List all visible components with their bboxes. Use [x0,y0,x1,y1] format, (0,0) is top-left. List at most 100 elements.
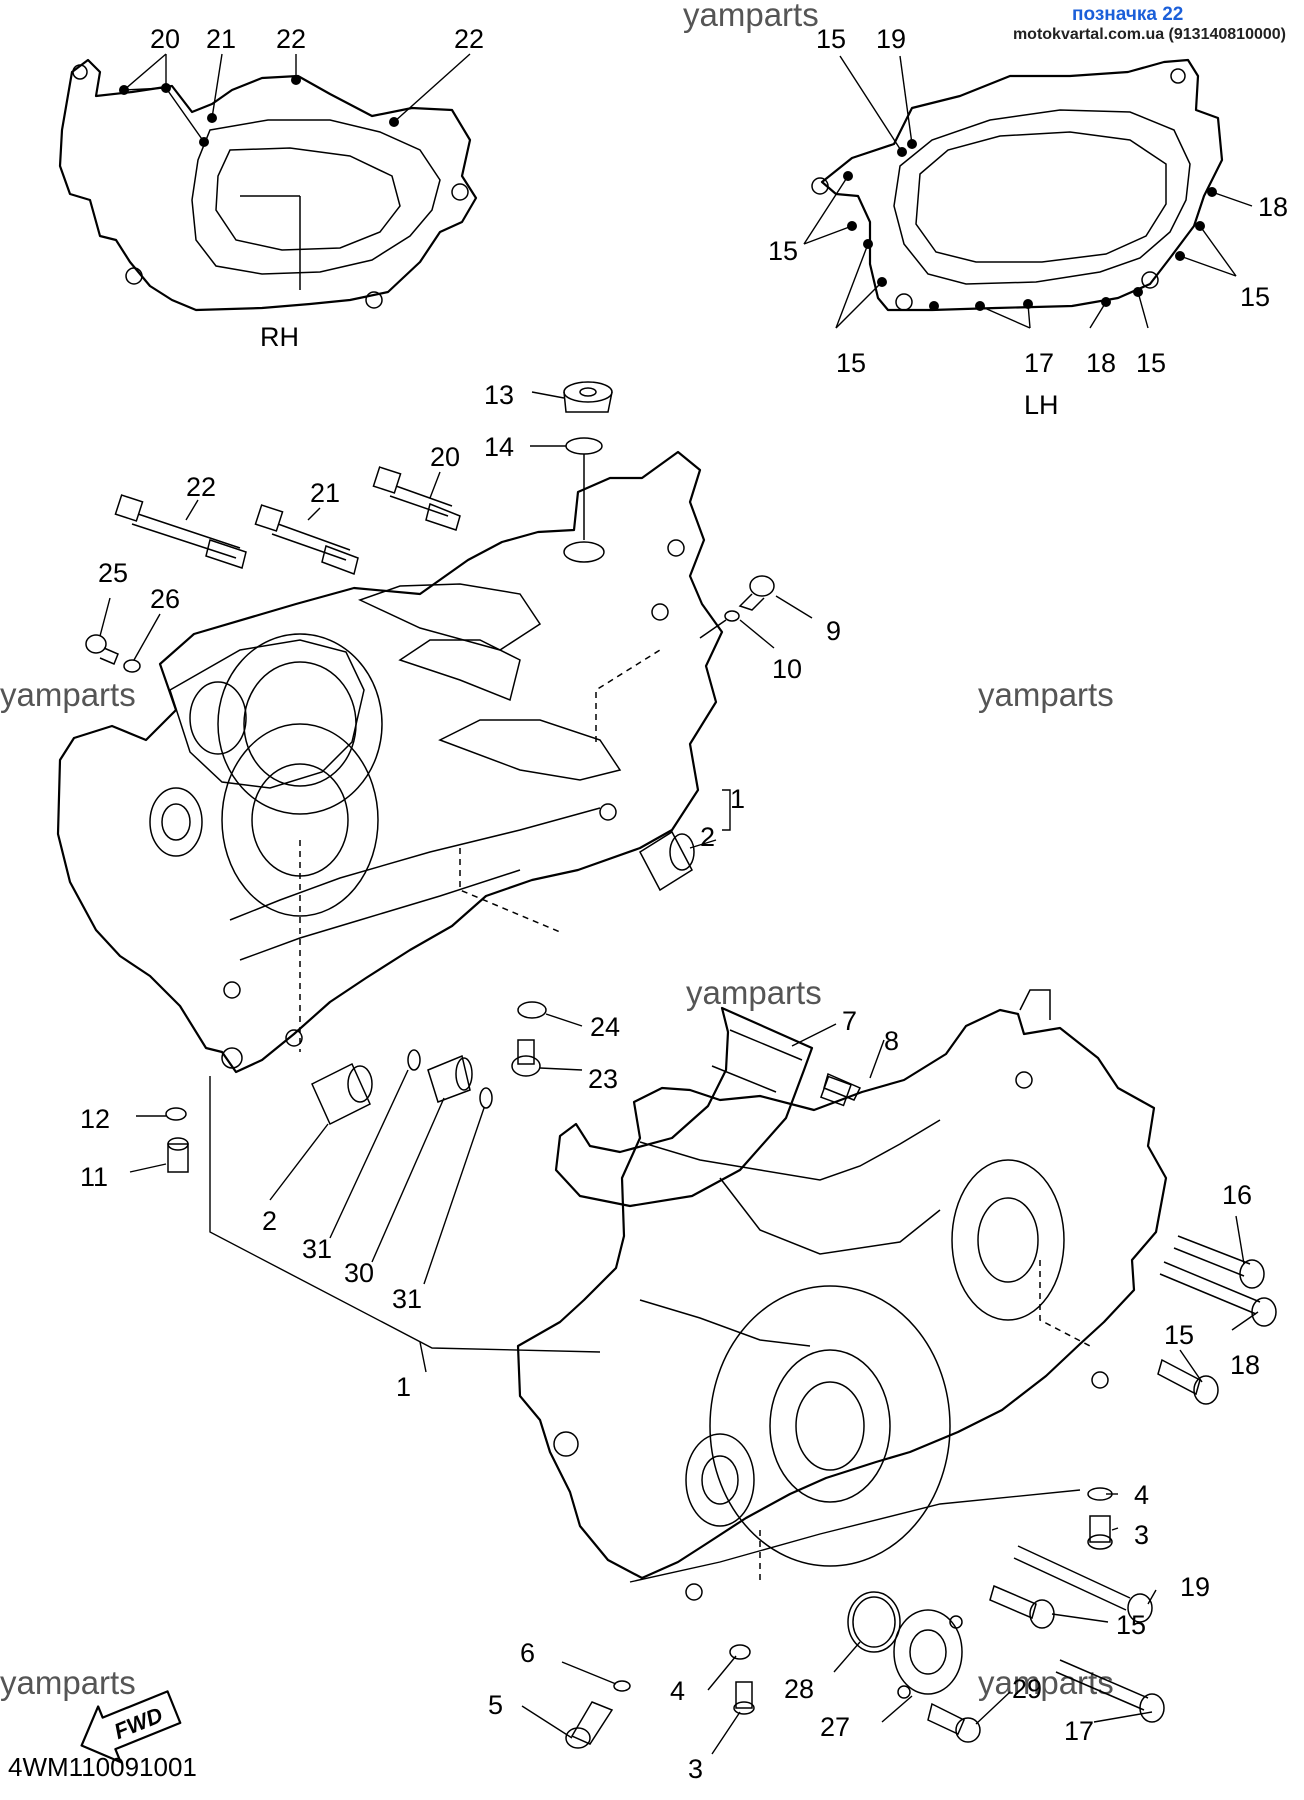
leader-lines [99,391,1259,1755]
header-source: motokvartal.com.ua (913140810000) [1012,26,1286,43]
callout-16: 16 [1222,1180,1252,1210]
callout-15b: 15 [1116,1610,1146,1640]
bolt-25 [85,634,119,665]
callout-31b: 31 [392,1284,422,1314]
callout-20: 20 [430,442,460,472]
callout-3a: 3 [1134,1520,1149,1550]
callout-lh-15c: 15 [1240,282,1270,312]
watermark-top: yamparts [683,0,819,33]
callout-10: 10 [772,654,802,684]
callout-rh-21: 21 [206,24,236,54]
callout-9: 9 [826,616,841,646]
callout-rh-20: 20 [150,24,180,54]
callout-6: 6 [520,1638,535,1668]
header-tag: позначка 22 [1072,4,1184,25]
watermark-left: yamparts [0,676,136,713]
callout-28: 28 [784,1674,814,1704]
callout-29: 29 [1012,1674,1042,1704]
oring-14 [563,437,605,563]
bolt-20 [372,466,461,531]
callout-25: 25 [98,558,128,588]
callout-lh-15e: 15 [1136,348,1166,378]
watermark-center: yamparts [686,974,822,1011]
callout-14: 14 [484,432,514,462]
rh-label: RH [260,322,299,352]
callout-19: 19 [1180,1572,1210,1602]
callout-lh-15d: 15 [836,348,866,378]
bolt-3a [1087,1515,1113,1550]
callout-8: 8 [884,1026,899,1056]
callout-labels: 13 14 20 22 21 25 26 9 10 1 2 24 23 7 8 … [80,380,1260,1784]
callout-26: 26 [150,584,180,614]
fwd-label: FWD [110,1702,166,1744]
crankcase-left-half [516,989,1168,1601]
callout-18: 18 [1230,1350,1260,1380]
callout-lh-17: 17 [1024,348,1054,378]
bolt-19 [1013,1545,1153,1623]
callout-15a: 15 [1164,1320,1194,1350]
fasteners [85,381,1277,1749]
plug-13 [563,381,613,413]
bolt-8 [820,1072,862,1107]
bolt-18 [1159,1261,1277,1327]
callout-lh-18a: 18 [1258,192,1288,222]
bolt-15b [989,1584,1055,1629]
bolt-11 [167,1137,189,1173]
washer-24 [517,1001,547,1019]
callout-7: 7 [842,1006,857,1036]
bolt-17 [1055,1659,1165,1723]
washer-6 [613,1680,631,1692]
dowel-2b [311,1062,373,1126]
bolt-16 [1173,1235,1265,1289]
callout-21: 21 [310,478,340,508]
bolt-21 [254,504,359,575]
callout-1a: 1 [730,784,745,814]
callout-31a: 31 [302,1234,332,1264]
oring-31b [479,1087,493,1109]
pipe-30 [427,1054,473,1103]
bolt-29 [927,1702,981,1743]
watermark-bottom-left: yamparts [0,1664,136,1701]
rh-gasket-view: 20 21 22 22 RH [58,24,484,352]
bolt-5 [565,1701,614,1749]
part-code: 4WM110091001 [8,1752,197,1782]
lh-label: LH [1024,390,1059,420]
dowel-2a [639,830,695,892]
washer-4b [729,1644,751,1660]
cover-plate [554,1006,814,1208]
washer-26 [123,659,141,673]
callout-1b: 1 [396,1372,411,1402]
oring-28 [847,1591,901,1653]
callout-rh-22a: 22 [276,24,306,54]
lh-gasket-view: 15 19 15 18 15 15 17 18 15 LH [768,24,1288,420]
watermarks: yamparts yamparts yamparts yamparts yamp… [0,0,1114,1701]
cover-27 [893,1609,963,1699]
callout-4b: 4 [670,1676,685,1706]
crankcase-right-half [56,450,724,1074]
bolt-3b [733,1681,755,1715]
callout-12: 12 [80,1104,110,1134]
bolt-22 [114,494,247,569]
bolt-15a [1157,1358,1219,1405]
watermark-right: yamparts [978,676,1114,713]
callout-3b: 3 [688,1754,703,1784]
callout-2a: 2 [700,822,715,852]
washer-10 [699,610,740,639]
callout-23: 23 [588,1064,618,1094]
watermark-bottom-right: yamparts [978,1664,1114,1701]
oring-31a [407,1049,421,1071]
callout-lh-19: 19 [876,24,906,54]
callout-lh-18b: 18 [1086,348,1116,378]
callout-17: 17 [1064,1716,1094,1746]
washer-12 [165,1107,187,1121]
callout-lh-15b: 15 [768,236,798,266]
callout-24: 24 [590,1012,620,1042]
callout-2b: 2 [262,1206,277,1236]
callout-4a: 4 [1134,1480,1149,1510]
callout-30: 30 [344,1258,374,1288]
callout-lh-15a: 15 [816,24,846,54]
callout-13: 13 [484,380,514,410]
callout-5: 5 [488,1690,503,1720]
callout-22: 22 [186,472,216,502]
